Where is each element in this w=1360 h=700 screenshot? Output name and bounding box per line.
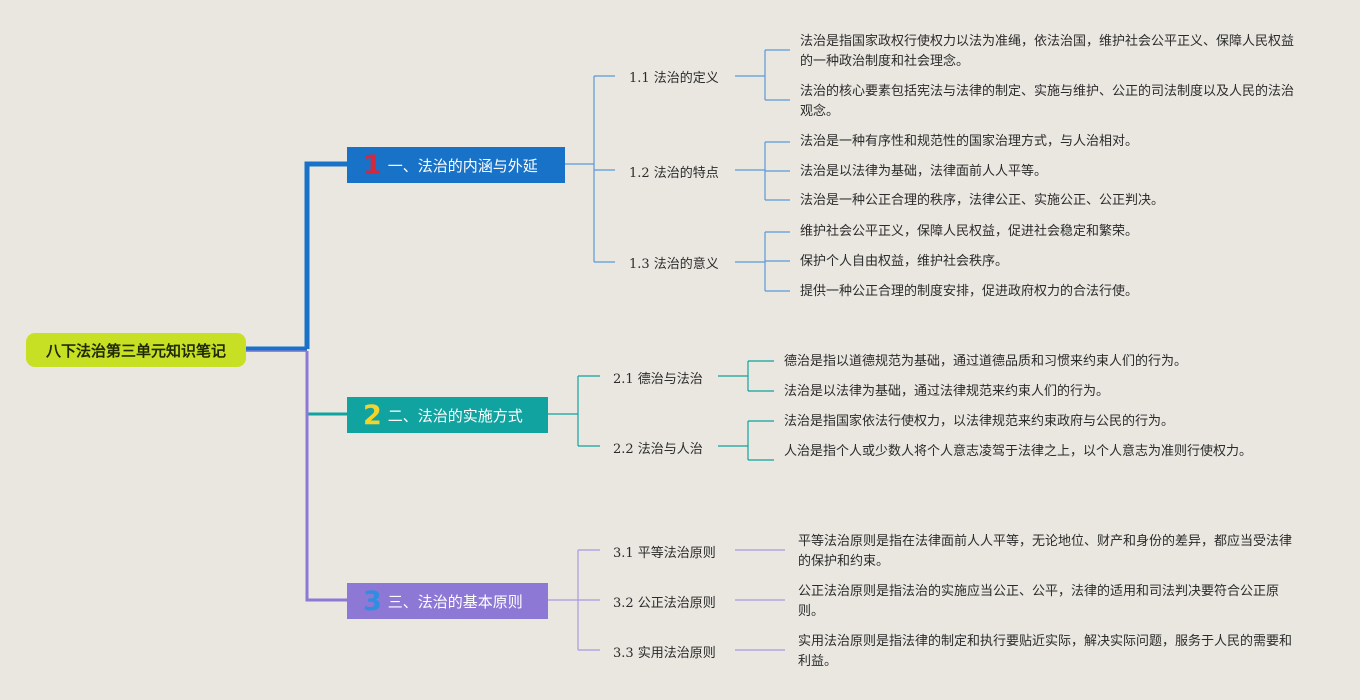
branch-number-2: 2 [363,399,382,431]
branch-topic-3-label: 三、法治的基本原则 [387,592,523,611]
subtopic-2-2[interactable]: 2.2 法治与人治 [613,442,703,457]
leaf-2-1-2[interactable]: 法治是以法律为基础，通过法律规范来约束人们的行为。 [784,384,1110,399]
leaf-3-1-1[interactable]: 平等法治原则是指在法律面前人人平等，无论地位、财产和身份的差异，都应当受法律的保… [798,534,1293,569]
subtopic-3-1[interactable]: 3.1 平等法治原则 [613,546,716,561]
subtopic-2-1[interactable]: 2.1 德治与法治 [613,372,703,387]
branch-topic-1-label: 一、法治的内涵与外延 [387,156,538,175]
leaf-1-2-1[interactable]: 法治是一种有序性和规范性的国家治理方式，与人治相对。 [800,134,1139,149]
leaf-1-1-1[interactable]: 法治是指国家政权行使权力以法为准绳，依法治国，维护社会公平正义、保障人民权益的一… [800,34,1295,69]
root-topic-label: 八下法治第三单元知识笔记 [45,341,226,360]
leaf-1-1-2[interactable]: 法治的核心要素包括宪法与法律的制定、实施与维护、公正的司法制度以及人民的法治观念… [800,84,1295,119]
subtopic-1-1[interactable]: 1.1 法治的定义 [629,71,719,86]
leaf-2-2-1[interactable]: 法治是指国家依法行使权力，以法律规范来约束政府与公民的行为。 [784,414,1175,429]
leaf-1-3-1[interactable]: 维护社会公平正义，保障人民权益，促进社会稳定和繁荣。 [800,224,1139,239]
branch-number-3: 3 [363,585,382,617]
root-topic[interactable]: 八下法治第三单元知识笔记 [26,333,246,367]
leaf-1-3-3[interactable]: 提供一种公正合理的制度安排，促进政府权力的合法行使。 [800,284,1139,299]
subtopic-3-2[interactable]: 3.2 公正法治原则 [613,596,716,611]
leaf-1-3-2[interactable]: 保护个人自由权益，维护社会秩序。 [800,254,1009,269]
leaf-3-3-1[interactable]: 实用法治原则是指法律的制定和执行要贴近实际，解决实际问题，服务于人民的需要和利益… [798,634,1293,669]
subtopic-1-2[interactable]: 1.2 法治的特点 [629,166,719,181]
leaf-1-2-3[interactable]: 法治是一种公正合理的秩序，法律公正、实施公正、公正判决。 [800,193,1165,208]
branch-topic-3[interactable]: 3 三、法治的基本原则 [347,583,548,619]
branch-topic-1[interactable]: 1 一、法治的内涵与外延 [347,147,565,183]
leaf-2-2-2[interactable]: 人治是指个人或少数人将个人意志凌驾于法律之上，以个人意志为准则行使权力。 [784,444,1253,459]
branch-topic-2[interactable]: 2 二、法治的实施方式 [347,397,548,433]
leaf-2-1-1[interactable]: 德治是指以道德规范为基础，通过道德品质和习惯来约束人们的行为。 [784,354,1188,369]
branch-number-1: 1 [363,149,382,181]
subtopic-1-3[interactable]: 1.3 法治的意义 [629,257,719,272]
subtopic-3-3[interactable]: 3.3 实用法治原则 [613,646,716,661]
branch-topic-2-label: 二、法治的实施方式 [387,406,523,425]
leaf-3-2-1[interactable]: 公正法治原则是指法治的实施应当公正、公平，法律的适用和司法判决要符合公正原则。 [798,584,1280,619]
leaf-1-2-2[interactable]: 法治是以法律为基础，法律面前人人平等。 [800,164,1048,179]
